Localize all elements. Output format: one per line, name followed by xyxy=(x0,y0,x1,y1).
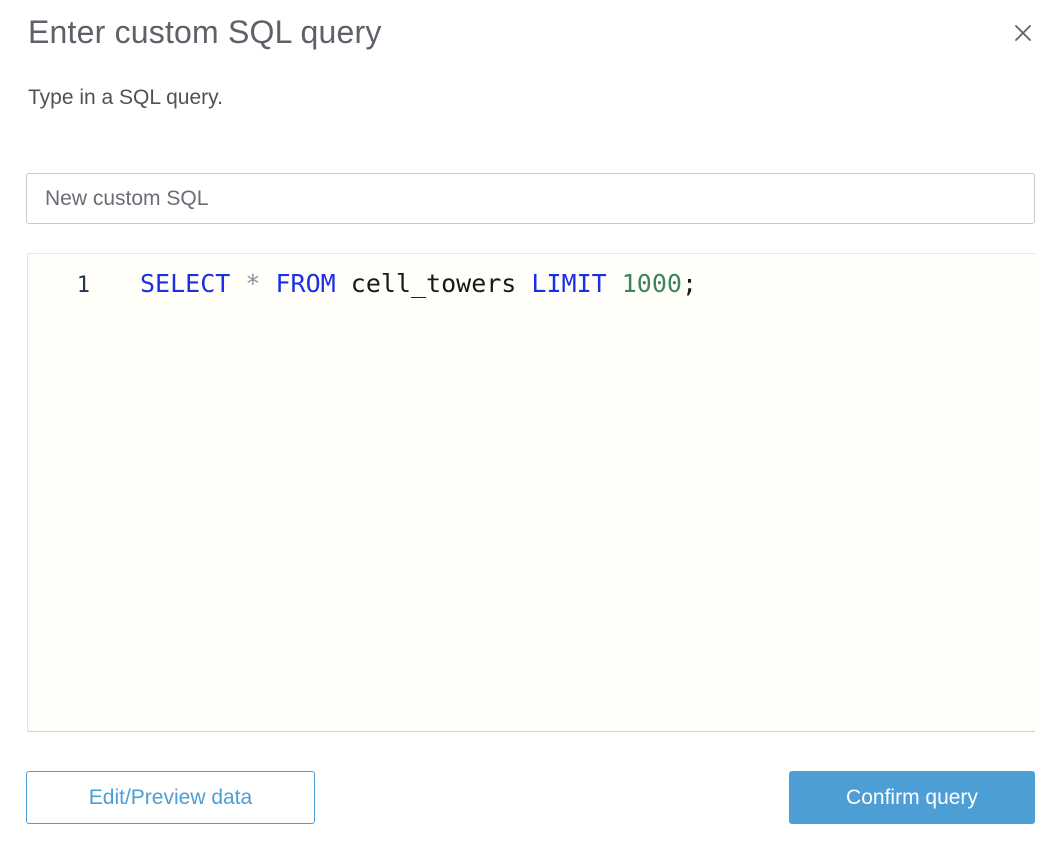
dialog-title: Enter custom SQL query xyxy=(28,14,382,50)
sql-star-operator: * xyxy=(245,269,261,298)
sql-code-line: SELECT * FROM cell_towers LIMIT 1000; xyxy=(140,269,697,298)
sql-semicolon: ; xyxy=(681,269,698,298)
sql-keyword-from: FROM xyxy=(275,269,336,298)
close-icon xyxy=(1015,25,1031,41)
sql-keyword-limit: LIMIT xyxy=(531,269,607,298)
dialog-subtitle: Type in a SQL query. xyxy=(28,86,223,109)
code-line-row: 1 SELECT * FROM cell_towers LIMIT 1000; xyxy=(28,269,1035,298)
line-number: 1 xyxy=(76,273,90,298)
sql-table-identifier: cell_towers xyxy=(350,269,517,298)
edit-preview-data-button[interactable]: Edit/Preview data xyxy=(26,771,315,824)
sql-keyword-select: SELECT xyxy=(140,269,231,298)
sql-code-editor[interactable]: 1 SELECT * FROM cell_towers LIMIT 1000; xyxy=(27,253,1035,732)
close-button[interactable] xyxy=(1011,21,1035,45)
sql-number-literal: 1000 xyxy=(621,269,682,298)
confirm-query-button[interactable]: Confirm query xyxy=(789,771,1035,824)
query-name-input[interactable] xyxy=(26,173,1035,224)
